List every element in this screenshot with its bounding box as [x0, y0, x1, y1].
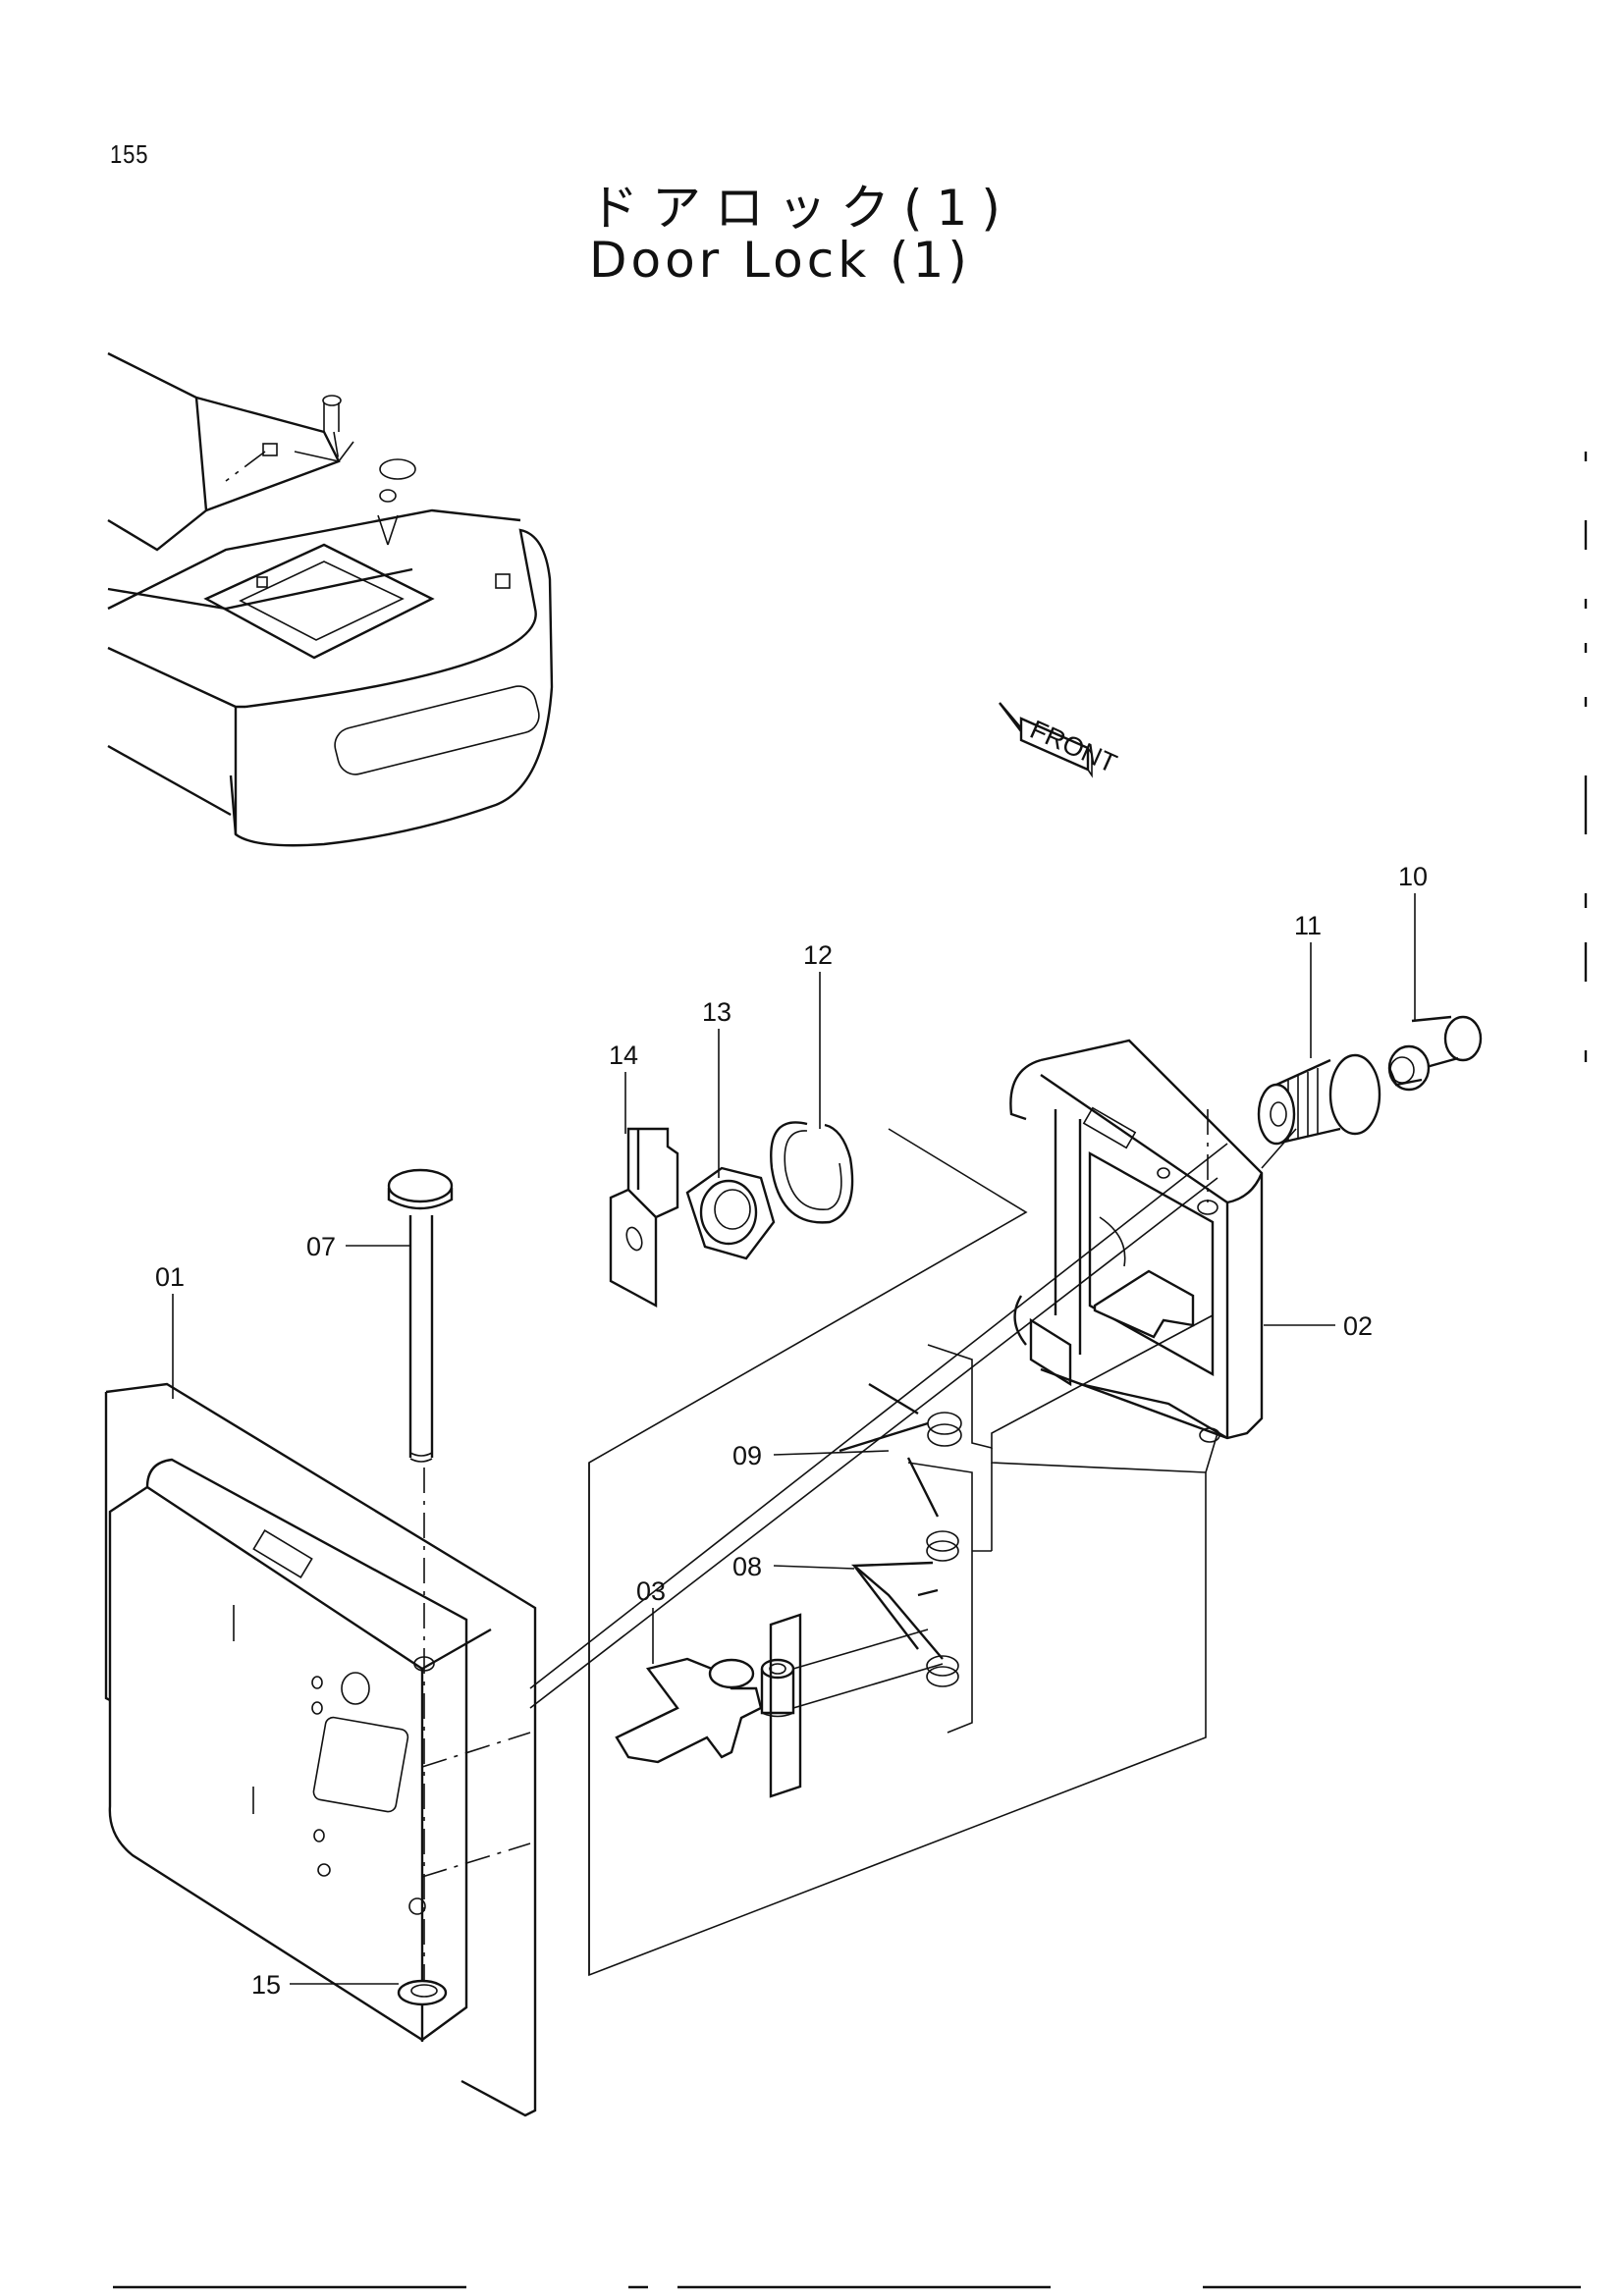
part-01-lock-case — [104, 1382, 537, 2117]
callout-03: 03 — [636, 1576, 666, 1606]
callout-labels: 01 02 03 07 08 09 10 11 12 13 14 15 — [155, 862, 1428, 2000]
part-07-pin — [387, 1168, 454, 1463]
callout-11: 11 — [1294, 911, 1322, 940]
part-15-retaining-ring — [397, 1979, 448, 2006]
page-number: 155 — [110, 139, 149, 169]
callout-07: 07 — [306, 1232, 336, 1261]
callout-leaders — [172, 893, 1416, 1985]
part-14-stopper-plate — [609, 1127, 679, 1308]
part-11-threaded-bushing — [1257, 1053, 1381, 1146]
part-12-snap-ring — [770, 1121, 854, 1224]
callout-08: 08 — [732, 1552, 762, 1581]
front-direction-arrow: FRONT — [999, 702, 1121, 778]
machine-overview-illustration — [107, 351, 554, 847]
front-arrow-label: FRONT — [1026, 715, 1121, 778]
part-08-spring — [850, 1457, 959, 1687]
callout-12: 12 — [803, 940, 833, 970]
callout-14: 14 — [609, 1041, 638, 1070]
assembly-guide-lines — [529, 1109, 1297, 1977]
page-title-japanese: ドアロック(1) — [589, 180, 1014, 237]
callout-02: 02 — [1343, 1311, 1373, 1341]
page-title-english: Door Lock (1) — [589, 232, 971, 289]
callout-15: 15 — [251, 1970, 281, 2000]
callout-09: 09 — [732, 1441, 762, 1470]
part-10-lock-cylinder — [1387, 1015, 1483, 1092]
callout-10: 10 — [1398, 862, 1428, 891]
callout-01: 01 — [155, 1262, 185, 1292]
callout-13: 13 — [702, 997, 731, 1027]
part-03-latch — [615, 1613, 802, 1798]
part-09-spring — [839, 1382, 962, 1453]
part-02-lock-bracket — [1009, 1039, 1264, 1443]
part-13-nut — [685, 1166, 776, 1260]
